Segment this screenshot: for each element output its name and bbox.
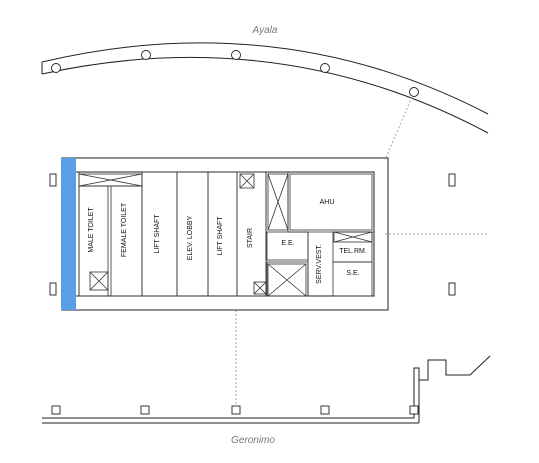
service-core [61,157,389,311]
room-label-se: S.E. [346,270,359,277]
round-column [409,87,419,97]
room-label-lift-shaft-1: LIFT SHAFT [154,214,161,254]
highlighted-wall [61,158,76,310]
room-label-serv-vest: SERV.VEST. [316,244,323,284]
round-column [51,63,61,73]
south-facade [42,355,491,424]
round-column [320,63,330,73]
room-label-elevator-lobby: ELEV. LOBBY [187,215,194,260]
room-label-ee: E.E. [281,240,294,247]
north-facade [41,42,489,134]
room-label-lift-shaft-2: LIFT SHAFT [217,216,224,256]
round-column [141,50,151,60]
round-columns [51,50,419,97]
square-column [448,173,456,187]
room-label-female-toilet: FEMALE TOILET [121,202,128,257]
shaft-voids [78,173,373,297]
room-labels: MALE TOILET FEMALE TOILET LIFT SHAFT ELE… [88,199,367,284]
square-column [49,282,57,296]
square-column [49,173,57,187]
round-column [231,50,241,60]
square-column [231,405,241,415]
square-column [140,405,150,415]
street-label-south: Geronimo [231,435,275,446]
dotted-grid-lines [235,96,488,410]
square-column [320,405,330,415]
street-label-north: Ayala [252,25,278,36]
square-column [51,405,61,415]
room-label-tel-rm: TEL.RM. [339,248,367,255]
square-column [448,282,456,296]
room-label-male-toilet: MALE TOILET [88,207,95,253]
square-columns [49,173,456,415]
room-label-ahu: AHU [320,199,335,206]
square-column [409,405,419,415]
room-label-stair: STAIR [247,228,254,248]
